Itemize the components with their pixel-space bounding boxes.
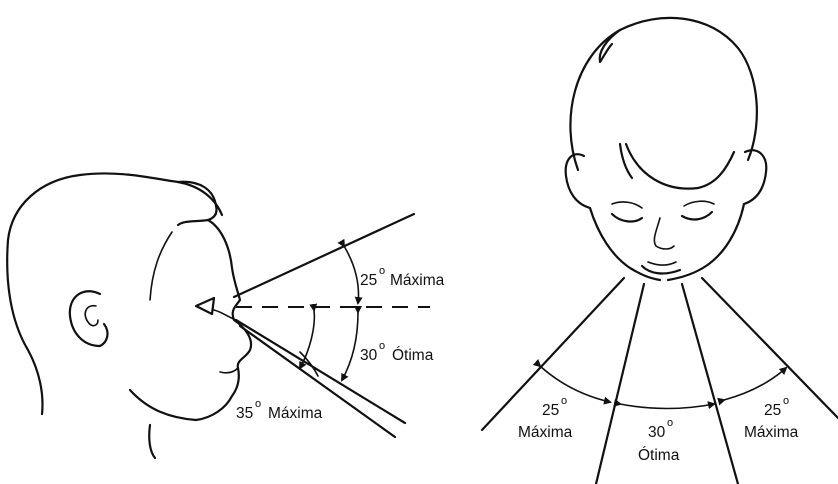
upper-limit-line: [234, 214, 414, 297]
side-upper-deg-sup: o: [379, 265, 385, 277]
front-head-outline: [570, 18, 756, 170]
side-optimal-deg: 30: [360, 347, 378, 364]
side-profile-figure: [7, 173, 251, 458]
side-label-optimal: 30 o Ótima: [360, 340, 434, 364]
side-upper-deg: 25: [360, 272, 377, 289]
upper-angle-arc: [344, 246, 358, 303]
front-ear-left: [566, 154, 590, 208]
profile-eye: [196, 298, 214, 314]
profile-face: [196, 220, 251, 420]
front-brow-line: [626, 144, 734, 189]
front-center-deg-sup: o: [667, 417, 673, 429]
front-label-right: 25 o Máxima: [744, 395, 799, 441]
front-hair-tuft: [600, 30, 620, 62]
side-lower-deg-sup: o: [255, 398, 261, 410]
front-face-left: [590, 208, 660, 280]
profile-ear-inner: [85, 306, 98, 326]
profile-neck-back: [7, 240, 42, 414]
side-label-upper: 25 o Máxima: [360, 265, 445, 289]
optimal-angle-arc: [342, 312, 358, 380]
side-label-lower: 35 o Máxima: [236, 398, 323, 422]
profile-jaw: [130, 390, 196, 420]
front-left-deg-sup: o: [561, 395, 567, 407]
front-right-word: Máxima: [744, 424, 799, 441]
front-left-deg: 25: [542, 402, 559, 419]
front-nose: [654, 218, 674, 249]
front-chin-line: [648, 262, 676, 265]
profile-head-outline: [8, 173, 222, 240]
front-left-arc: [540, 366, 610, 402]
profile-temple: [150, 232, 172, 300]
front-inner-left-line: [596, 284, 644, 484]
front-inner-right-line: [682, 284, 738, 484]
profile-ear: [70, 291, 108, 346]
front-right-arc: [724, 368, 786, 400]
front-eye-right: [682, 212, 712, 219]
front-label-left: 25 o Máxima: [518, 395, 573, 441]
profile-neck-front: [149, 425, 155, 458]
front-outer-right-line: [702, 278, 838, 418]
front-eye-left: [612, 214, 642, 221]
front-label-center: 30 o Ótima: [638, 417, 680, 464]
front-brow-left: [612, 202, 642, 208]
front-hairline-curl: [620, 144, 632, 178]
side-optimal-deg-sup: o: [379, 340, 385, 352]
side-optimal-word: Ótima: [392, 347, 434, 364]
side-upper-word: Máxima: [390, 272, 445, 289]
front-ear-right: [744, 150, 766, 204]
front-head-figure: [566, 18, 767, 280]
side-lower-deg: 35: [236, 405, 253, 422]
side-lower-word: Máxima: [268, 405, 323, 422]
front-center-word: Ótima: [638, 447, 680, 464]
profile-mouth: [220, 368, 238, 373]
front-brow-right: [684, 201, 714, 206]
side-sightlines: [234, 214, 430, 437]
front-chin: [642, 266, 680, 273]
front-left-word: Máxima: [518, 424, 573, 441]
front-center-arc: [620, 404, 714, 409]
front-center-deg: 30: [648, 424, 666, 441]
front-right-deg: 25: [764, 402, 781, 419]
front-right-deg-sup: o: [783, 395, 789, 407]
